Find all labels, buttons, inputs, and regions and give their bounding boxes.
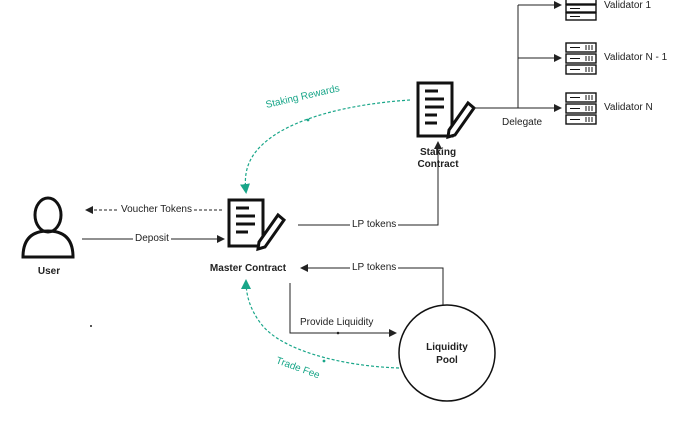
deposit-label: Deposit	[133, 233, 171, 245]
master-contract-label: Master Contract	[209, 263, 287, 274]
edge-provide-liquidity	[289, 283, 397, 337]
validator-n-1-label: Validator N - 1	[604, 52, 668, 63]
liquidity-pool-label-1: Liquidity	[426, 342, 468, 353]
server-icon-validator-1	[565, 0, 597, 21]
stray-dot	[90, 325, 92, 327]
delegate-label: Delegate	[502, 117, 543, 128]
staking-contract-icon	[416, 81, 477, 140]
liquidity-pool-circle	[398, 304, 496, 402]
edge-provide-liquidity-dot	[336, 331, 340, 335]
edge-lp-tokens-from-pool	[300, 264, 444, 305]
server-icon-validator-n	[565, 92, 597, 125]
user-icon	[21, 196, 75, 259]
lp-tokens-to-staking-label: LP tokens	[350, 219, 399, 231]
edge-staking-rewards	[240, 99, 411, 194]
edge-trade-fee	[241, 279, 400, 369]
server-icon-validator-n-1	[565, 42, 597, 75]
liquidity-pool-label-2: Pool	[436, 355, 458, 366]
provide-liquidity-label: Provide Liquidity	[300, 317, 374, 328]
validator-n-label: Validator N	[604, 102, 653, 113]
user-label: User	[37, 266, 61, 277]
staking-contract-label-1: Staking	[419, 147, 457, 158]
lp-tokens-from-pool-label: LP tokens	[350, 262, 399, 274]
edge-trade-fee-dot	[322, 359, 326, 363]
edge-lp-tokens-to-staking	[298, 141, 442, 226]
voucher-tokens-label: Voucher Tokens	[119, 204, 194, 216]
validator-1-label: Validator 1	[604, 0, 652, 11]
staking-contract-label-2: Contract	[417, 159, 459, 170]
master-contract-icon	[227, 198, 287, 252]
edge-staking-rewards-dot	[306, 118, 310, 122]
